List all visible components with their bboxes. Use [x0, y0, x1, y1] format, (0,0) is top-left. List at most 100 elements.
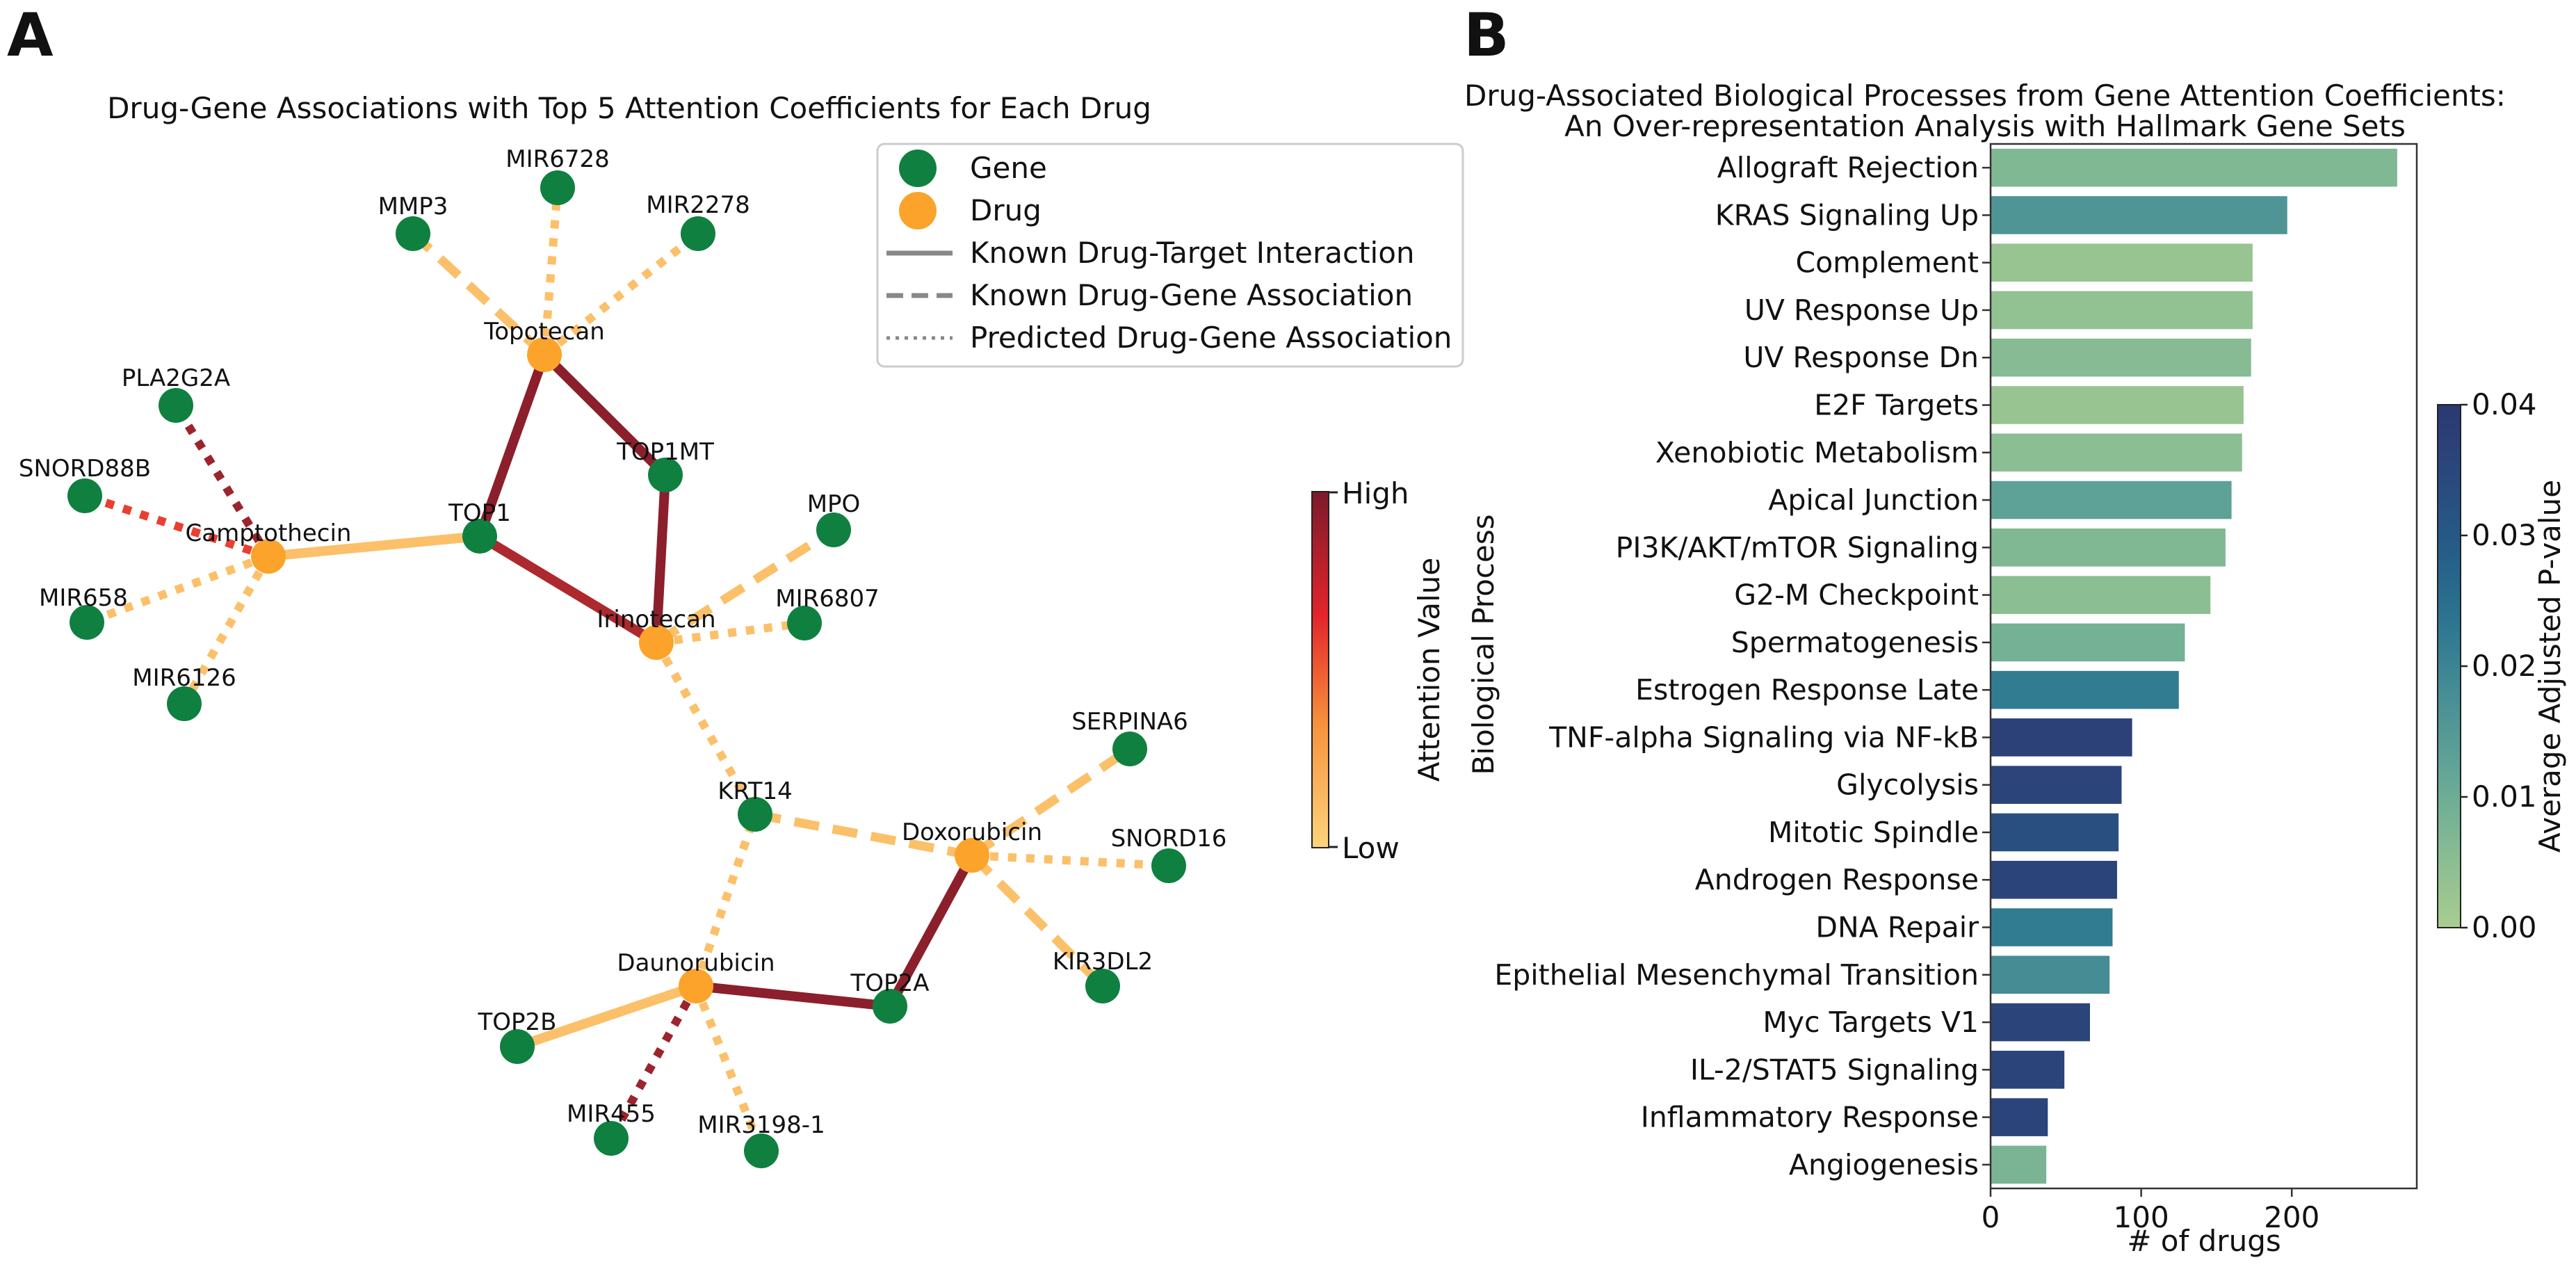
edge-camptothecin-mir658 — [85, 552, 270, 627]
bar-spermatogenesis — [1991, 623, 2185, 662]
legend-known-assoc-label: Known Drug-Gene Association — [970, 278, 1413, 312]
node-mir2278 — [681, 216, 715, 251]
colorbar-tick-label: 0.00 — [2472, 910, 2537, 944]
edge-daunorubicin-mir455 — [607, 984, 700, 1140]
network-nodes — [67, 170, 1186, 1168]
category-label-glycolysis: Glycolysis — [1836, 768, 1979, 802]
legend-drug-marker — [899, 192, 937, 229]
legend-predicted-label: Predicted Drug-Gene Association — [970, 321, 1452, 355]
node-top2b — [500, 1029, 535, 1064]
pvalue-colorbar-gradient — [2437, 404, 2461, 928]
edge-daunorubicin-krt14 — [692, 813, 759, 987]
node-camptothecin — [251, 539, 286, 574]
bar-uv-response-up — [1991, 291, 2253, 330]
edge-doxorubicin-snord16 — [971, 851, 1169, 870]
category-label-pi3k-akt-mtor-signaling: PI3K/AKT/mTOR Signaling — [1616, 531, 1979, 564]
node-label-mir3198-1: MIR3198-1 — [697, 1111, 825, 1139]
bar-myc-targets-v1 — [1991, 1003, 2090, 1042]
bar-androgen-response — [1991, 860, 2117, 899]
edge-camptothecin-pla2g2a — [172, 403, 273, 559]
node-top1mt — [648, 458, 683, 492]
node-serpina6 — [1112, 732, 1147, 766]
category-label-il-2-stat5-signaling: IL-2/STAT5 Signaling — [1690, 1053, 1979, 1086]
bar-uv-response-dn — [1991, 338, 2251, 377]
node-snord16 — [1151, 848, 1186, 883]
colorbar-tick-label: 0.03 — [2472, 518, 2537, 552]
node-label-top1: TOP1 — [448, 499, 511, 527]
colorbar-tick-label: 0.01 — [2472, 780, 2537, 814]
bar-g2-m-checkpoint — [1991, 576, 2211, 614]
node-mir3198-1 — [744, 1133, 779, 1168]
node-label-krt14: KRT14 — [718, 777, 792, 805]
node-label-snord16: SNORD16 — [1111, 825, 1227, 853]
edge-camptothecin-snord88b — [83, 492, 270, 560]
y-axis-label: Biological Process — [1466, 514, 1500, 775]
category-label-epithelial-mesenchymal-transition: Epithelial Mesenchymal Transition — [1494, 958, 1979, 992]
bar-pi3k-akt-mtor-signaling — [1991, 528, 2226, 567]
category-label-dna-repair: DNA Repair — [1815, 911, 1979, 944]
category-label-apical-junction: Apical Junction — [1768, 483, 1979, 517]
edge-daunorubicin-top2b — [515, 981, 698, 1051]
node-label-top1mt: TOP1MT — [616, 438, 714, 466]
attention-high-label: High — [1342, 476, 1409, 510]
legend-gene-marker — [899, 150, 937, 187]
node-label-top2a: TOP2A — [850, 969, 930, 997]
node-pla2g2a — [159, 388, 193, 423]
chart-title-line-1: Drug-Associated Biological Processes fro… — [1464, 79, 2506, 113]
node-label-mir2278: MIR2278 — [646, 191, 750, 219]
node-doxorubicin — [955, 838, 989, 873]
network-legend: Gene Drug Known Drug-Target Interaction … — [876, 143, 1464, 368]
network-node-labels: MMP3MIR6728MIR2278TopotecanPLA2G2ATOP1MT… — [19, 145, 1227, 1139]
panel-a-letter: A — [7, 1, 54, 70]
node-mpo — [816, 513, 851, 547]
node-label-daunorubicin: Daunorubicin — [617, 949, 775, 977]
legend-drug-label: Drug — [970, 193, 1042, 227]
node-snord88b — [67, 478, 102, 513]
bar-epithelial-mesenchymal-transition — [1991, 955, 2110, 994]
network-edges — [83, 187, 1169, 1153]
category-label-tnf-alpha-signaling-via-nf-kb: TNF-alpha Signaling via NF-kB — [1548, 720, 1979, 754]
node-mir6728 — [540, 170, 575, 205]
node-irinotecan — [639, 625, 674, 660]
chart-title-line-2: An Over-representation Analysis with Hal… — [1564, 109, 2406, 143]
node-mmp3 — [396, 216, 430, 251]
category-label-g2-m-checkpoint: G2-M Checkpoint — [1734, 579, 1979, 612]
category-label-inflammatory-response: Inflammatory Response — [1641, 1101, 1979, 1134]
edge-doxorubicin-kir3dl2 — [969, 852, 1106, 990]
category-label-e2f-targets: E2F Targets — [1814, 389, 1979, 422]
node-label-snord88b: SNORD88B — [19, 455, 151, 483]
node-label-topotecan: Topotecan — [483, 318, 605, 346]
bar-il-2-stat5-signaling — [1991, 1051, 2065, 1089]
attention-low-label: Low — [1342, 831, 1400, 865]
node-mir658 — [70, 605, 104, 640]
edge-topotecan-top1 — [475, 353, 549, 538]
node-topotecan — [527, 337, 562, 372]
bar-complement — [1991, 243, 2253, 282]
node-label-mir455: MIR455 — [567, 1100, 656, 1128]
bar-e2f-targets — [1991, 386, 2244, 424]
bar-apical-junction — [1991, 481, 2232, 519]
pvalue-colorbar-label: Average Adjusted P-value — [2533, 480, 2567, 853]
bar-inflammatory-response — [1991, 1098, 2048, 1136]
category-label-uv-response-up: UV Response Up — [1744, 293, 1979, 327]
bar-kras-signaling-up — [1991, 196, 2287, 234]
node-kir3dl2 — [1085, 969, 1120, 1003]
node-label-camptothecin: Camptothecin — [186, 519, 352, 547]
node-top1 — [462, 519, 497, 554]
edge-irinotecan-top1 — [477, 532, 659, 647]
node-label-mir6728: MIR6728 — [505, 145, 610, 173]
bar-angiogenesis — [1991, 1145, 2047, 1184]
legend-gene-label: Gene — [970, 151, 1047, 185]
edge-topotecan-mir2278 — [542, 230, 701, 358]
attention-colorbar-label: Attention Value — [1412, 558, 1446, 782]
node-label-mir658: MIR658 — [39, 584, 128, 612]
bar-estrogen-response-late — [1991, 670, 2179, 709]
panel-a-title: Drug-Gene Associations with Top 5 Attent… — [107, 91, 1151, 125]
category-label-kras-signaling-up: KRAS Signaling Up — [1715, 198, 1979, 232]
bar-glycolysis — [1991, 766, 2122, 804]
edge-doxorubicin-serpina6 — [969, 745, 1133, 860]
category-label-myc-targets-v1: Myc Targets V1 — [1763, 1006, 1979, 1039]
bar-mitotic-spindle — [1991, 813, 2119, 852]
